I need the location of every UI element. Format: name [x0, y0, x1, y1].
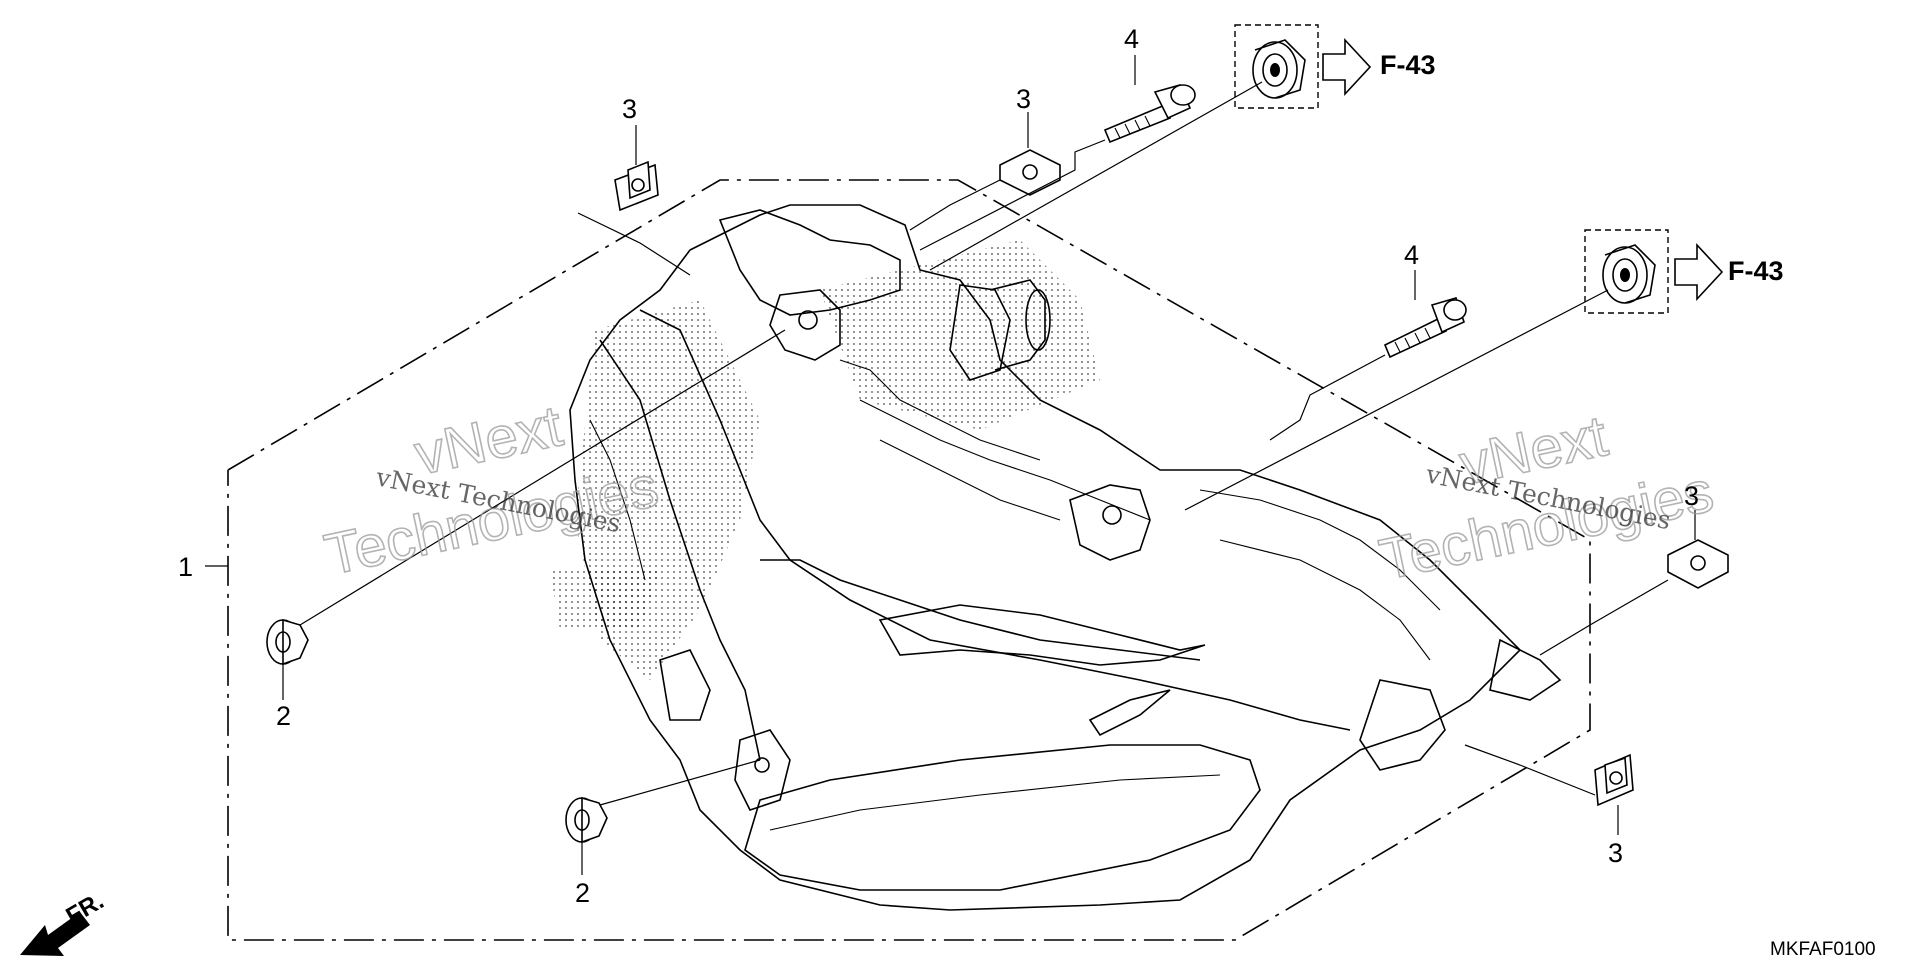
watermark-right: vNext Technologies vNext Technologies — [1373, 403, 1719, 594]
screw-top — [1103, 84, 1196, 144]
ref-arrow-top — [1322, 37, 1372, 97]
ref-arrow-mid — [1674, 242, 1724, 302]
front-direction-arrow — [20, 912, 90, 956]
collar-left — [266, 618, 309, 666]
callout-1: 1 — [178, 552, 193, 582]
leader-lines — [282, 55, 1696, 875]
screw-mid — [1383, 297, 1467, 359]
headlight-assembly — [550, 204, 1562, 911]
clip-nut-right — [1667, 539, 1729, 589]
grommet-mid — [1584, 229, 1669, 314]
callout-3-topmid: 3 — [1016, 84, 1031, 114]
callout-3-topleft: 3 — [622, 94, 637, 124]
clip-nut-bottomright — [1594, 753, 1634, 807]
clip-nut-topmid — [999, 149, 1061, 196]
callout-3-bottomright: 3 — [1608, 838, 1623, 868]
figure-code: MKFAF0100 — [1770, 939, 1876, 960]
grommet-top — [1234, 24, 1319, 109]
callout-2-bottom: 2 — [575, 878, 590, 908]
assembly-outline — [205, 179, 1591, 941]
callout-4-top: 4 — [1124, 24, 1139, 54]
ref-label-mid: F-43 — [1728, 256, 1784, 286]
ref-label-top: F-43 — [1380, 50, 1436, 80]
callout-4-mid: 4 — [1404, 240, 1419, 270]
callout-3-right: 3 — [1684, 481, 1699, 511]
clip-nut-topleft — [614, 160, 659, 212]
callout-2-left: 2 — [276, 701, 291, 731]
